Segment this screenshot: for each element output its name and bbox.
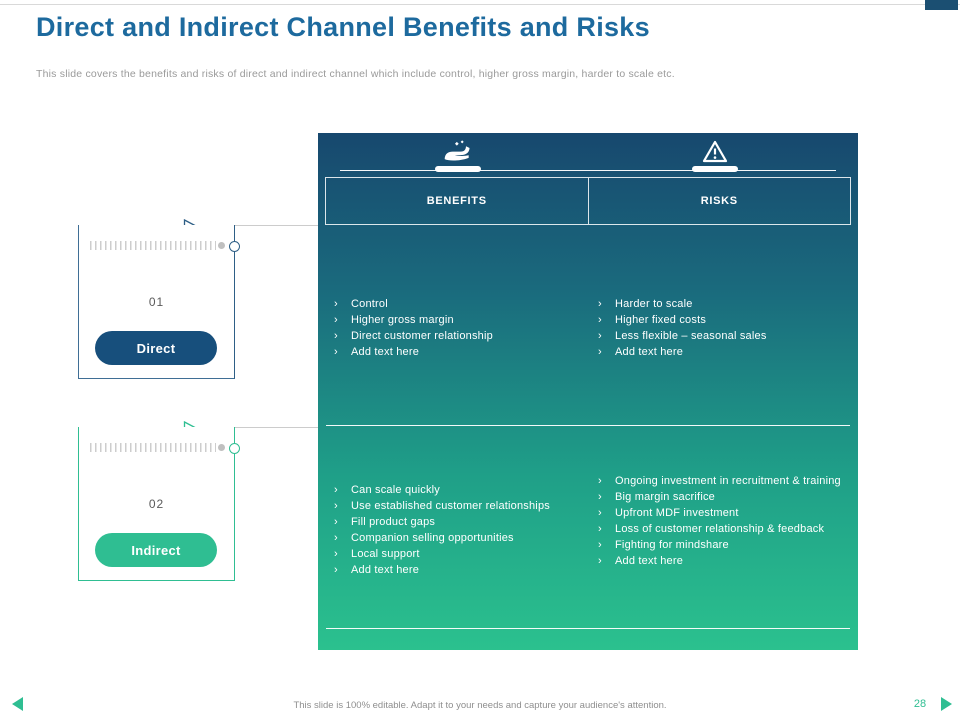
page-title: Direct and Indirect Channel Benefits and… <box>36 12 650 42</box>
bullet-icon: › <box>598 491 602 503</box>
list-item-text: Higher fixed costs <box>615 314 707 326</box>
list-item: › Higher gross margin <box>334 312 579 328</box>
channel-number: 02 <box>148 497 165 511</box>
top-corner-accent <box>925 0 958 10</box>
warning-triangle-icon <box>702 140 728 168</box>
bullet-icon: › <box>334 516 338 528</box>
list-item: › Upfront MDF investment <box>598 505 842 521</box>
list-item-text: Local support <box>351 548 420 560</box>
node-circle-icon <box>229 241 240 252</box>
list-item: › Higher fixed costs <box>598 312 846 328</box>
page-number: 28 <box>913 698 927 710</box>
bullet-icon: › <box>334 484 338 496</box>
tick-pattern <box>90 241 216 250</box>
risks-header: RISKS <box>587 178 851 224</box>
list-item: › Fighting for mindshare <box>598 537 842 553</box>
channel-number: 01 <box>148 295 165 309</box>
next-slide-arrow-icon[interactable] <box>941 697 952 711</box>
list-item-text: Ongoing investment in recruitment & trai… <box>615 475 841 487</box>
list-item: › Big margin sacrifice <box>598 489 842 505</box>
bullet-icon: › <box>334 314 338 326</box>
list-item-text: Add text here <box>351 564 420 576</box>
tick-pattern <box>90 443 216 452</box>
top-divider-line <box>0 4 960 5</box>
footer-note: This slide is 100% editable. Adapt it to… <box>293 700 667 711</box>
bullet-icon: › <box>334 532 338 544</box>
list-item-text: Add text here <box>615 555 684 567</box>
bullet-icon: › <box>334 298 338 310</box>
bullet-icon: › <box>598 346 602 358</box>
risks-icon-bar <box>692 166 738 172</box>
bullet-icon: › <box>334 500 338 512</box>
list-item: › Harder to scale <box>598 296 846 312</box>
list-item: › Add text here <box>598 344 846 360</box>
bottom-divider-line <box>326 628 850 629</box>
list-item-text: Less flexible – seasonal sales <box>615 330 767 342</box>
bullet-icon: › <box>598 298 602 310</box>
list-item-text: Big margin sacrifice <box>615 491 715 503</box>
bullet-icon: › <box>334 330 338 342</box>
hand-benefits-icon <box>442 140 474 170</box>
node-circle-icon <box>229 443 240 454</box>
list-item-text: Add text here <box>351 346 420 358</box>
list-item: › Less flexible – seasonal sales <box>598 328 846 344</box>
list-item: › Loss of customer relationship & feedbac… <box>598 521 842 537</box>
bullet-icon: › <box>334 548 338 560</box>
bullet-icon: › <box>598 507 602 519</box>
bullet-icon: › <box>598 330 602 342</box>
list-item: › Use established customer relationships <box>334 498 586 514</box>
list-item: › Add text here <box>334 344 579 360</box>
list-item-text: Control <box>351 298 388 310</box>
direct-benefits-list: › Control › Higher gross margin › Direct cust… <box>334 296 579 360</box>
bullet-icon: › <box>598 539 602 551</box>
previous-slide-arrow-icon[interactable] <box>12 697 23 711</box>
list-item: › Local support <box>334 546 586 562</box>
direct-risks-list: › Harder to scale › Higher fixed costs › Less… <box>598 296 846 360</box>
list-item: › Can scale quickly <box>334 482 586 498</box>
tick-end-dot <box>218 444 225 451</box>
list-item-text: Loss of customer relationship & feedback <box>615 523 825 535</box>
direct-label-pill: Direct <box>95 331 217 365</box>
bullet-icon: › <box>598 523 602 535</box>
list-item-text: Upfront MDF investment <box>615 507 739 519</box>
direct-connector-line <box>197 225 318 226</box>
channel-box-indirect: 02 Indirect <box>78 427 240 581</box>
channel-box-direct: 01 Direct <box>78 225 240 379</box>
page-subtitle: This slide covers the benefits and risks… <box>36 68 675 80</box>
bullet-icon: › <box>334 564 338 576</box>
list-item-text: Use established customer relationships <box>351 500 550 512</box>
benefits-risks-panel: BENEFITS RISKS › Control › Higher gross mar… <box>318 133 858 650</box>
section-divider-line <box>326 425 850 426</box>
list-item-text: Add text here <box>615 346 684 358</box>
list-item: › Add text here <box>598 553 842 569</box>
list-item: › Companion selling opportunities <box>334 530 586 546</box>
list-item: › Control <box>334 296 579 312</box>
indirect-connector-line <box>197 427 318 428</box>
list-item-text: Fill product gaps <box>351 516 436 528</box>
benefits-icon-bar <box>435 166 481 172</box>
icons-underline <box>340 170 836 171</box>
list-item-text: Harder to scale <box>615 298 693 310</box>
list-item-text: Companion selling opportunities <box>351 532 514 544</box>
list-item: › Fill product gaps <box>334 514 586 530</box>
bullet-icon: › <box>334 346 338 358</box>
column-header-row: BENEFITS RISKS <box>325 177 851 225</box>
tick-end-dot <box>218 242 225 249</box>
list-item: › Ongoing investment in recruitment & tra… <box>598 473 842 489</box>
list-item-text: Can scale quickly <box>351 484 440 496</box>
indirect-risks-list: › Ongoing investment in recruitment & tra… <box>598 473 842 569</box>
list-item: › Add text here <box>334 562 586 578</box>
bullet-icon: › <box>598 555 602 567</box>
bullet-icon: › <box>598 314 602 326</box>
indirect-label-pill: Indirect <box>95 533 217 567</box>
list-item-text: Higher gross margin <box>351 314 454 326</box>
bullet-icon: › <box>598 475 602 487</box>
list-item: › Direct customer relationship <box>334 328 579 344</box>
indirect-benefits-list: › Can scale quickly › Use established custo… <box>334 482 586 578</box>
benefits-header: BENEFITS <box>426 195 487 207</box>
list-item-text: Fighting for mindshare <box>615 539 729 551</box>
list-item-text: Direct customer relationship <box>351 330 493 342</box>
